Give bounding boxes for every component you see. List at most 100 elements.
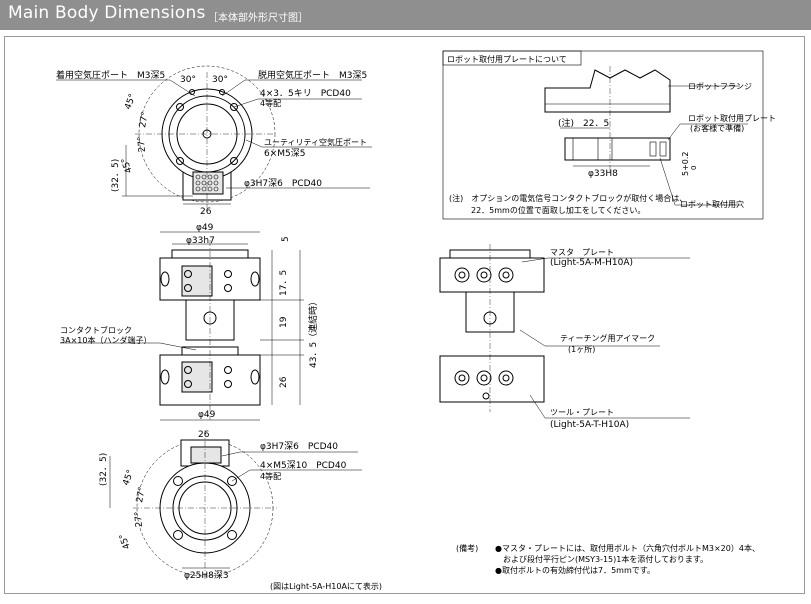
right-port: [498, 267, 514, 283]
label-supply-port: 着用空気圧ポート M3深5: [56, 69, 165, 81]
robot-plate-title: ロボット取付用プレートについて: [447, 54, 567, 64]
dim-phi33-h7: φ33h7: [186, 236, 215, 246]
bottom-screw-leader: [231, 469, 362, 482]
right-port-inner: [480, 271, 488, 279]
robot-plate-note-1: (注) オプションの電気信号コンタクトブロックが取付く場合は、: [449, 193, 687, 203]
bottom-view-caption: (図はLight-5A-H10Aにて表示): [270, 581, 382, 591]
top-view-bolt-hole: [230, 103, 238, 111]
teaching-leader: [519, 329, 660, 347]
side-tool-bolt: [160, 369, 170, 385]
label-screw-eq: 4等配: [260, 98, 281, 108]
side-port: [224, 284, 232, 292]
notes-line-1: ●マスタ・プレートには、取付用ボルト（六角穴付ボルトM3×20）4本、: [495, 543, 760, 553]
label-bottom-screw-eq: 4等配: [260, 471, 281, 481]
notes-line-2: および段付平行ピン(MSY3-15)1本を添付しております。: [495, 554, 708, 564]
dim-32-5-top: (32．5): [111, 159, 121, 192]
angle-27-bottom-lower: 27°: [134, 511, 145, 528]
angle-30-left: 30°: [180, 75, 196, 85]
robot-flange-shape: [544, 69, 671, 113]
angle-27-upper: 27°: [138, 111, 151, 128]
dim-5: 5: [281, 236, 291, 242]
dim-phi49-bottom: φ49: [198, 410, 216, 420]
bottom-pin-hole-leader: [221, 451, 358, 457]
robot-plate-shape: [564, 137, 671, 161]
exhaust-port-leader: [221, 79, 362, 97]
right-tool-port-inner: [502, 374, 510, 382]
dim-phi49-top: φ49: [196, 223, 214, 233]
top-view-bolt-hole: [176, 157, 184, 165]
top-view-port-hole: [219, 89, 225, 95]
right-tool-port: [476, 370, 492, 386]
bottom-view-bolt-hole: [173, 530, 183, 540]
side-view: [60, 231, 304, 421]
side-bolt: [160, 271, 170, 287]
label-utility: ユーティリティ空気圧ポート: [264, 137, 367, 147]
robot-hole-leader: [659, 157, 742, 206]
side-port: [184, 284, 192, 292]
right-port-inner: [458, 271, 466, 279]
top-view-bolt-hole: [176, 103, 184, 111]
side-tool-bolt: [250, 369, 260, 385]
label-master-plate: マスタ プレート: [550, 248, 614, 257]
label-robot-hole: ロボット取付用穴: [680, 199, 744, 209]
dim-5-tolerance: 5+0.2: [681, 151, 690, 176]
dim-22-5: (注) 22．5: [558, 117, 609, 129]
side-port: [184, 270, 192, 278]
label-contact-block: コンタクトブロック: [60, 325, 132, 335]
master-leader: [521, 257, 690, 263]
dim-32-5-bottom: (32．5): [99, 453, 109, 486]
label-exhaust-port: 脱用空気圧ポート M3深5: [258, 69, 367, 81]
right-tool-small-hole: [482, 392, 490, 400]
label-master-model: (Light-5A-M-H10A): [550, 258, 633, 268]
dim-43-5: 43．5（連結時）: [307, 297, 319, 368]
label-teaching-count: (1ヶ所): [568, 344, 595, 354]
page-subtitle: ［本体部外形尺寸图］: [208, 13, 308, 24]
right-master-plate: [439, 257, 545, 293]
supply-port-leader: [56, 79, 196, 97]
screw-leader: [233, 98, 362, 108]
notes-label: (備考): [456, 543, 478, 553]
label-utility-spec: 6×M5深5: [264, 148, 306, 159]
side-tool-port: [224, 380, 232, 388]
notes-line-3: ●取付ボルトの有効締付代は7．5mmです。: [495, 565, 655, 575]
drawing-frame: [4, 36, 805, 594]
angle-45-lower: 45°: [120, 156, 135, 174]
label-tool-model: (Light-5A-T-H10A): [550, 420, 629, 430]
side-bolt: [250, 271, 260, 287]
angle-27-bottom-upper: 27°: [135, 486, 148, 503]
right-port: [476, 267, 492, 283]
label-pin-hole: φ3H7深6 PCD40: [244, 178, 322, 189]
dim-19: 19: [279, 316, 289, 328]
label-bottom-pin-hole: φ3H7深6 PCD40: [260, 441, 338, 452]
side-tool-port: [184, 380, 192, 388]
bottom-view-bolt-hole: [227, 476, 237, 486]
right-tool-port: [454, 370, 470, 386]
label-robot-flange: ロボットフランジ: [688, 82, 752, 91]
angle-45-upper: 45°: [123, 93, 138, 111]
dim-26-bottom: 26: [198, 430, 210, 440]
right-tool-port-inner: [480, 374, 488, 382]
top-view-port-hole: [189, 89, 195, 95]
angle-45-bottom-lower: 45°: [118, 532, 133, 550]
label-robot-plate: ロボット取付用プレート: [688, 113, 776, 123]
robot-plate-title-box: [442, 50, 582, 66]
label-robot-plate-note: (お客様で準備): [690, 123, 744, 133]
right-tool-plate: [439, 355, 545, 403]
dim-26-top: 26: [200, 207, 212, 217]
label-teaching-mark: ティーチング用アイマーク: [560, 333, 655, 343]
bottom-view-bolt-hole: [227, 530, 237, 540]
bottom-view-contact-block: [190, 446, 222, 464]
side-port: [224, 270, 232, 278]
dim-26-side: 26: [279, 376, 289, 388]
angle-27-lower: 27°: [137, 136, 148, 153]
top-view-contact-pins: [195, 174, 219, 192]
dim-5-tolerance-low: 0: [690, 166, 698, 170]
page-title: Main Body Dimensions: [8, 3, 206, 23]
dim-17-5: 17．5: [279, 270, 289, 296]
contact-block-leader: [60, 342, 197, 351]
page-header: Main Body Dimensions ［本体部外形尺寸图］: [0, 0, 811, 30]
tool-leader: [529, 394, 690, 419]
label-screw-pcd: 4×3．5キリ PCD40: [260, 89, 351, 99]
robot-plate-panel: [442, 50, 764, 220]
